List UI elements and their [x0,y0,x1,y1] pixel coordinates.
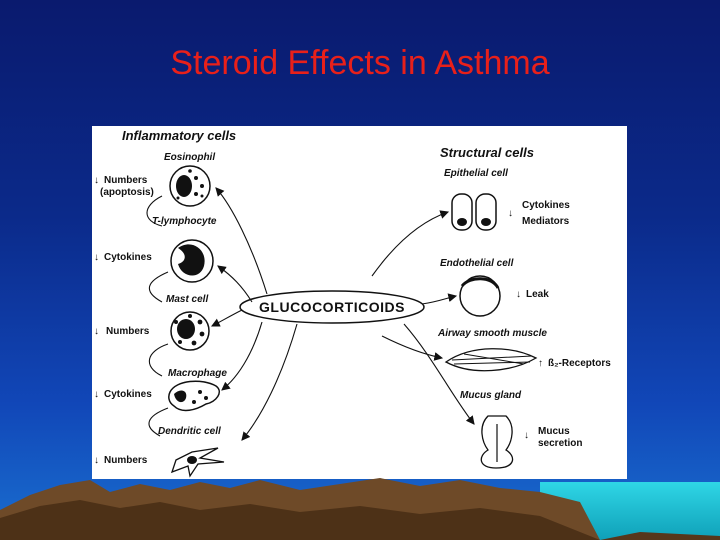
cell-name-endothelial-cell: Endothelial cell [440,258,514,269]
diagram-panel: Inflammatory cells Structural cells GLUC… [92,126,627,479]
t-lymphocyte-cell-icon [170,239,214,283]
mast-cell-icon [170,311,210,351]
cell-name-airway-smooth-muscle: Airway smooth muscle [437,328,547,339]
cell-name-mast-cell: Mast cell [166,294,208,305]
effect-airway-smooth-muscle: ß₂-Receptors [548,358,611,369]
slide-title: Steroid Effects in Asthma [170,44,550,82]
effect-arrow-dendritic-cell: ↓ [94,455,99,466]
effect-arrow-t-lymphocyte: ↓ [94,252,99,263]
eosinophil-cell-icon [169,165,211,207]
effect-dendritic-cell: Numbers [104,455,148,466]
structural-arrows [371,210,475,425]
effect-eosinophil: Numbers [104,175,148,186]
cell-name-mucus-gland: Mucus gland [460,390,522,401]
effect-eosinophil-line2: (apoptosis) [100,187,154,198]
effect-arrow-mucus-gland: ↓ [524,430,529,441]
effect-arrow-airway-smooth-muscle: ↑ [538,358,543,369]
glucocorticoids-ellipse [239,290,425,324]
effect-arrow-macrophage: ↓ [94,389,99,400]
effect-mucus-gland: Mucus [538,426,570,437]
effect-mucus-gland-line2: secretion [538,438,582,449]
structural-cells-heading: Structural cells [440,145,534,160]
cell-name-macrophage: Macrophage [168,368,227,379]
dendritic-cell-icon [170,447,225,478]
effect-arrow-mast-cell: ↓ [94,326,99,337]
inflammatory-cells-heading: Inflammatory cells [122,128,236,143]
mucus-gland-icon [480,415,514,469]
effect-epithelial: Cytokines [522,200,570,211]
effect-macrophage: Cytokines [104,389,152,400]
effect-arrow-endothelial: ↓ [516,289,521,300]
effect-arrow-epithelial: ↓ [508,208,513,219]
effect-endothelial: Leak [526,289,549,300]
cell-name-t-lymphocyte: T-lymphocyte [152,216,217,227]
cell-name-eosinophil: Eosinophil [164,152,215,163]
macrophage-cell-icon [168,380,220,412]
effect-arrow-eosinophil: ↓ [94,175,99,186]
effect-mast-cell: Numbers [106,326,150,337]
cell-name-dendritic-cell: Dendritic cell [158,426,221,437]
epithelial-cells-icon [451,193,497,231]
effect-t-lymphocyte: Cytokines [104,252,152,263]
cell-name-epithelial-cell: Epithelial cell [444,168,508,179]
airway-smooth-muscle-icon [444,348,538,372]
glucocorticoids-label: GLUCOCORTICOIDS [259,299,405,315]
steroid-effects-diagram: Inflammatory cells Structural cells GLUC… [94,128,611,478]
landscape-decoration [0,478,720,540]
effect-epithelial-line2: Mediators [522,216,570,227]
inflammatory-arrows [146,187,298,441]
endothelial-cell-icon [459,275,501,317]
